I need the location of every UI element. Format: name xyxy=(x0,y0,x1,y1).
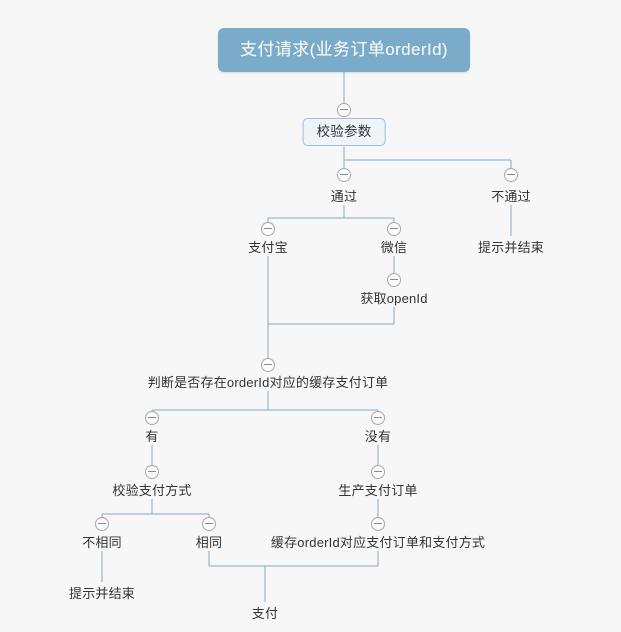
node-verify-pay-method[interactable]: 校验支付方式 xyxy=(112,483,192,498)
toggle-get-openid-collapse-icon[interactable] xyxy=(387,273,401,287)
toggle-wechat-collapse-icon[interactable] xyxy=(387,222,401,236)
toggle-has-not-collapse-icon[interactable] xyxy=(371,411,385,425)
toggle-has-collapse-icon[interactable] xyxy=(145,411,159,425)
toggle-cache-order-collapse-icon[interactable] xyxy=(371,517,385,531)
edge-pass-split xyxy=(267,205,395,222)
node-has-not[interactable]: 没有 xyxy=(364,429,392,444)
toggle-alipay-collapse-icon[interactable] xyxy=(261,222,275,236)
node-cache-order-and-method[interactable]: 缓存orderId对应支付订单和支付方式 xyxy=(270,535,486,550)
node-has[interactable]: 有 xyxy=(145,429,159,444)
node-alipay[interactable]: 支付宝 xyxy=(248,240,288,255)
node-pass[interactable]: 通过 xyxy=(330,189,358,204)
node-check-cached-order[interactable]: 判断是否存在orderId对应的缓存支付订单 xyxy=(147,375,389,390)
node-same[interactable]: 相同 xyxy=(195,535,223,550)
node-get-openid[interactable]: 获取openId xyxy=(360,291,428,306)
edge-merge-to-pay xyxy=(208,551,379,602)
node-create-pay-order[interactable]: 生产支付订单 xyxy=(338,483,418,498)
edge-verify-split xyxy=(101,499,210,517)
node-fail-prompt-end[interactable]: 提示并结束 xyxy=(477,240,545,255)
node-validate-params[interactable]: 校验参数 xyxy=(302,118,386,146)
toggle-verify-pay-method-collapse-icon[interactable] xyxy=(145,465,159,479)
toggle-create-pay-order-collapse-icon[interactable] xyxy=(371,465,385,479)
node-not-same-prompt-end[interactable]: 提示并结束 xyxy=(68,586,136,601)
node-pay[interactable]: 支付 xyxy=(251,606,279,621)
edge-validate-split xyxy=(343,147,512,168)
toggle-validate-params-collapse-icon[interactable] xyxy=(337,103,351,117)
toggle-check-cache-collapse-icon[interactable] xyxy=(261,358,275,372)
toggle-pass-collapse-icon[interactable] xyxy=(337,168,351,182)
node-root-payment-request[interactable]: 支付请求(业务订单orderId) xyxy=(218,28,470,72)
edge-merge-to-check xyxy=(267,307,395,358)
toggle-same-collapse-icon[interactable] xyxy=(202,517,216,531)
edge-check-split xyxy=(151,391,379,411)
node-not-same[interactable]: 不相同 xyxy=(82,535,122,550)
toggle-fail-collapse-icon[interactable] xyxy=(504,168,518,182)
node-fail[interactable]: 不通过 xyxy=(491,189,531,204)
node-wechat[interactable]: 微信 xyxy=(380,240,408,255)
toggle-not-same-collapse-icon[interactable] xyxy=(95,517,109,531)
